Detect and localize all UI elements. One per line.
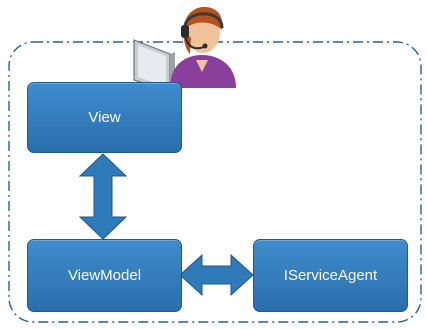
viewmodel-serviceagent-arrow <box>179 253 254 297</box>
viewmodel-box: ViewModel <box>27 239 182 312</box>
view-viewmodel-arrow <box>78 153 128 240</box>
iserviceagent-box: IServiceAgent <box>253 239 408 312</box>
view-box: View <box>27 82 182 153</box>
